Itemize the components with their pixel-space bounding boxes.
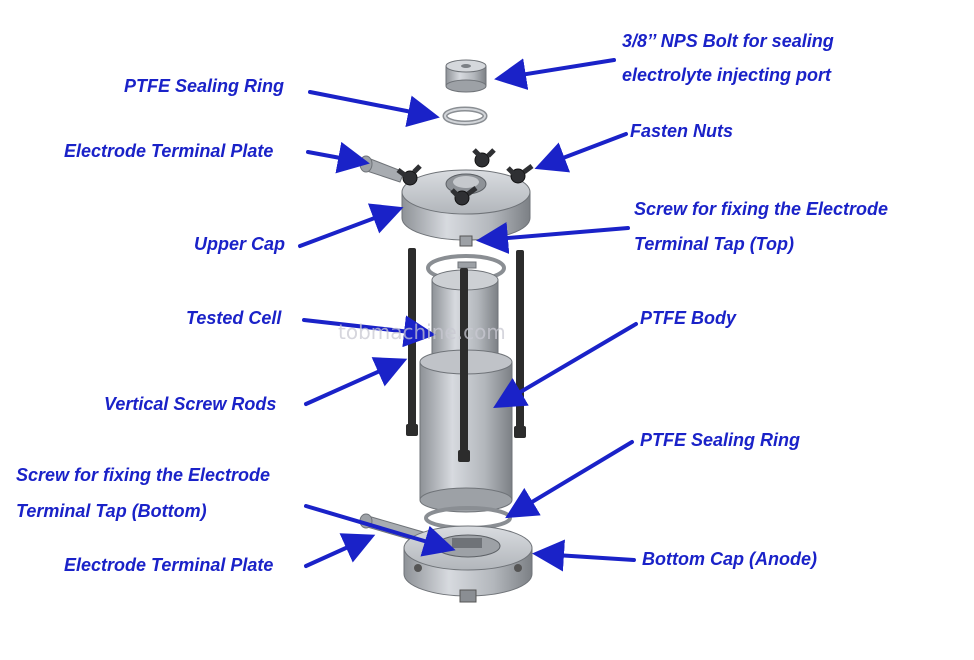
label-fasten-nuts: Fasten Nuts <box>630 121 734 141</box>
arrow-terminal-plate-top <box>306 141 370 174</box>
label-terminal-plate-bottom: Electrode Terminal Plate <box>64 555 274 575</box>
label-screw-bottom-line1: Screw for fixing the Electrode <box>16 465 271 485</box>
fasten-nuts <box>396 148 534 206</box>
upper-cap <box>401 169 531 247</box>
arrow-screw-top <box>476 222 630 254</box>
watermark: tobmachine.com <box>338 320 506 344</box>
label-bottom-cap: Bottom Cap (Anode) <box>642 549 817 569</box>
label-vertical-rods: Vertical Screw Rods <box>104 394 277 414</box>
arrow-ptfe-ring-top <box>308 90 440 128</box>
label-bolt-line1: 3/8’’ NPS Bolt for sealing <box>622 31 834 51</box>
arrow-screw-bottom <box>304 504 456 557</box>
label-upper-cap: Upper Cap <box>194 234 286 254</box>
arrow-tested-cell <box>302 315 436 348</box>
arrow-terminal-plate-bottom <box>304 533 376 568</box>
arrow-fasten-nuts <box>534 132 628 173</box>
label-screw-top-line1: Screw for fixing the Electrode <box>634 199 889 219</box>
callout-arrows <box>298 58 638 572</box>
arrow-ptfe-ring-bottom <box>505 440 634 519</box>
ptfe-sealing-ring-top <box>442 106 488 126</box>
label-ptfe-ring-top: PTFE Sealing Ring <box>124 76 285 96</box>
label-bolt-line2: electrolyte injecting port <box>622 65 832 85</box>
nps-bolt <box>445 59 487 93</box>
label-screw-top-line2: Terminal Tap (Top) <box>634 234 794 254</box>
label-ptfe-body: PTFE Body <box>640 308 737 328</box>
arrow-upper-cap <box>298 203 404 248</box>
arrow-bolt <box>494 58 616 90</box>
label-screw-bottom-line2: Terminal Tap (Bottom) <box>16 501 207 521</box>
arrow-bottom-cap <box>532 539 636 572</box>
label-ptfe-ring-bottom: PTFE Sealing Ring <box>640 430 801 450</box>
label-terminal-plate-top: Electrode Terminal Plate <box>64 141 274 161</box>
arrow-vertical-rods <box>304 357 408 406</box>
arrow-ptfe-body <box>493 322 638 409</box>
electrode-terminal-plate-top <box>359 155 405 183</box>
bottom-cap <box>403 525 533 603</box>
label-tested-cell: Tested Cell <box>186 308 282 328</box>
